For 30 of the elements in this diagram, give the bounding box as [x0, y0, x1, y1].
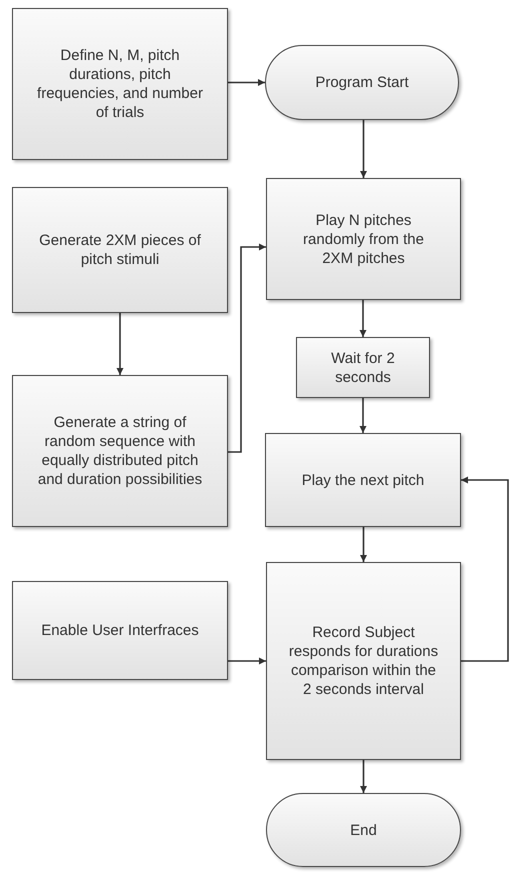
process-box [265, 433, 461, 527]
process-box [12, 375, 228, 527]
node-label: Define N, M, pitch durations, pitch frequencies, and number of trials [36, 46, 204, 122]
process-box [12, 8, 228, 160]
process-box [266, 562, 461, 760]
node-label: Wait for 2 seconds [330, 348, 396, 386]
arrow [360, 760, 367, 793]
terminal-shape [266, 793, 461, 867]
terminal-shape [265, 45, 459, 120]
arrow [360, 398, 366, 433]
arrow [360, 120, 367, 178]
process-box [296, 337, 430, 398]
node-label: Program Start [315, 73, 409, 92]
arrow [228, 244, 266, 453]
process-box [12, 581, 228, 680]
node-label: Play the next pitch [302, 470, 424, 490]
node-label: Generate a string of random sequence with equally distributed pitch and duration possibilities [36, 413, 204, 489]
node-label: Generate 2XM pieces of pitch stimuli [38, 231, 202, 269]
arrow [461, 476, 509, 662]
node-label: Enable User Interfraces [41, 621, 199, 640]
arrow [116, 313, 124, 375]
arrow [228, 658, 266, 664]
arrow [360, 300, 366, 337]
node-label: Play N pitches randomly from the 2XM pitches [302, 210, 425, 268]
process-box [12, 187, 228, 313]
node-label: Record Subject responds for durations comparison within the 2 seconds interval [288, 623, 440, 699]
process-box [266, 178, 461, 300]
arrow [360, 527, 367, 562]
node-label: End [350, 820, 377, 840]
arrow [228, 79, 265, 86]
